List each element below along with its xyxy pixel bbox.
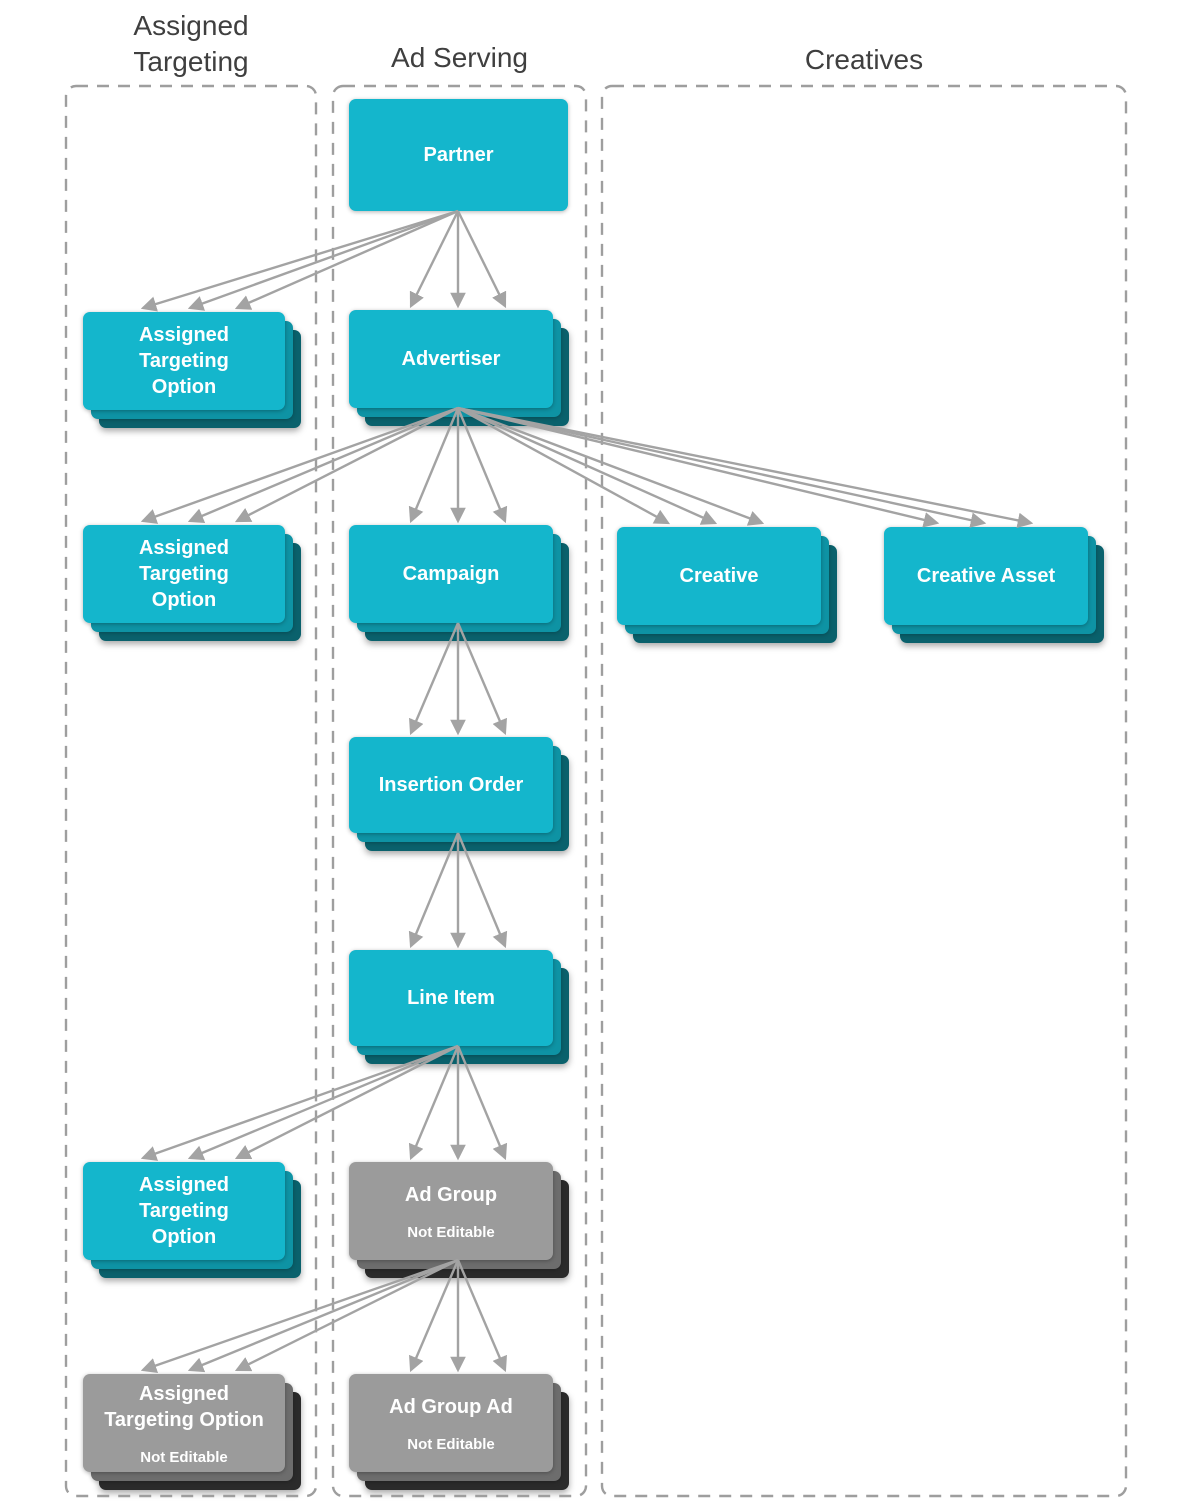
- node-assigned-targeting-option-advertiser: Assigned Targeting Option: [83, 525, 285, 623]
- column-assigned-targeting-border: [64, 84, 318, 1498]
- node-ad-group-label: Ad Group: [404, 1183, 498, 1206]
- node-insertion-order: Insertion Order: [349, 737, 553, 833]
- node-assigned-targeting-option-line-item-label: Assigned Targeting Option: [138, 1174, 230, 1248]
- edge-partner-to-advertiser: [456, 210, 507, 309]
- node-assigned-targeting-option-partner: Assigned Targeting Option: [83, 312, 285, 410]
- node-assigned-targeting-option-line-item: Assigned Targeting Option: [83, 1162, 285, 1260]
- edge-partner-to-ato_partner: [187, 209, 459, 311]
- node-partner: Partner: [349, 99, 568, 211]
- node-campaign-label: Campaign: [402, 563, 500, 585]
- node-partner-label: Partner: [423, 144, 494, 166]
- column-title-ad-serving: Ad Serving: [391, 42, 528, 73]
- node-creative: Creative: [617, 527, 821, 625]
- edge-partner-to-ato_partner: [234, 209, 459, 310]
- edge-partner-to-advertiser: [409, 210, 460, 309]
- node-creative-asset-label: Creative Asset: [916, 565, 1056, 587]
- column-title-assigned-targeting: Assigned Targeting: [133, 10, 249, 77]
- node-advertiser: Advertiser: [349, 310, 553, 408]
- node-ad-group-ad-label: Ad Group Ad: [389, 1395, 513, 1418]
- column-title-creatives: Creatives: [804, 44, 924, 75]
- node-assigned-targeting-option-ad-group: Assigned Targeting Option Not Editable: [83, 1374, 285, 1472]
- node-creative-asset: Creative Asset: [884, 527, 1088, 625]
- node-ad-group-ad: Ad Group Ad Not Editable: [349, 1374, 553, 1472]
- node-ad-group-ad-not-editable-badge: Not Editable: [407, 1435, 495, 1453]
- node-ad-group-not-editable-badge: Not Editable: [407, 1223, 495, 1241]
- node-ad-group: Ad Group Not Editable: [349, 1162, 553, 1260]
- node-assigned-targeting-option-partner-label: Assigned Targeting Option: [138, 324, 230, 398]
- node-assigned-targeting-option-advertiser-label: Assigned Targeting Option: [138, 537, 230, 611]
- node-campaign: Campaign: [349, 525, 553, 623]
- node-advertiser-label: Advertiser: [401, 348, 501, 370]
- node-line-item: Line Item: [349, 950, 553, 1046]
- node-insertion-order-label: Insertion Order: [378, 774, 524, 796]
- column-creatives-border: [600, 84, 1128, 1498]
- node-creative-label: Creative: [679, 565, 759, 587]
- node-assigned-targeting-option-ad-group-label: Assigned Targeting Option: [104, 1382, 264, 1431]
- edge-partner-to-ato_partner: [140, 209, 459, 312]
- node-assigned-targeting-option-ad-group-not-editable-badge: Not Editable: [140, 1448, 228, 1466]
- node-line-item-label: Line Item: [407, 987, 495, 1009]
